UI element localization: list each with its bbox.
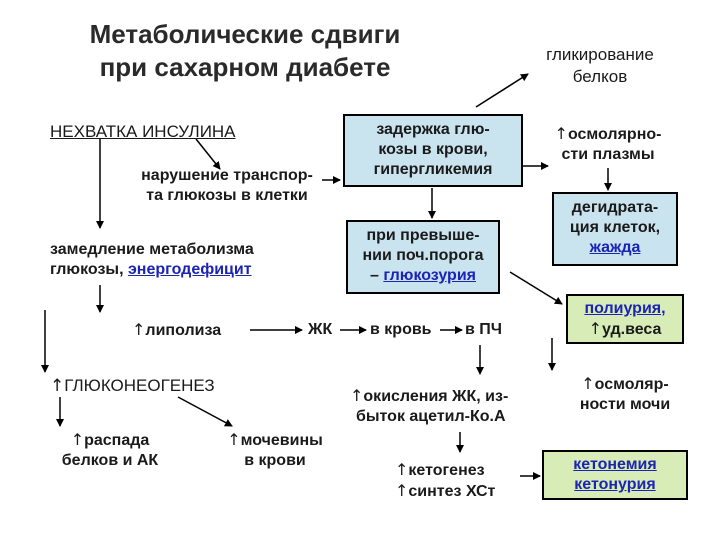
polyuria-box: полиурия, ↑уд.веса (566, 294, 684, 344)
up-arrow-icon: ↑ (395, 481, 409, 500)
threshold-exceed-box: при превыше- нии поч.порога – глюкозурия (346, 220, 500, 294)
fa-label: ЖК (308, 321, 333, 338)
arrow-gneo-to-urea (177, 396, 233, 427)
up-arrow-icon: ↑ (588, 319, 602, 338)
osmolarity-plasma-node: ↑осмолярно- сти плазмы (554, 124, 662, 163)
glucose-delay-box: задержка глю- козы в крови, гипергликеми… (343, 114, 523, 187)
up-arrow-icon: ↑ (581, 374, 595, 393)
urea-node: ↑мочевины в крови (227, 430, 323, 469)
up-arrow-icon: ↑ (395, 460, 409, 479)
page-title: Метаболические сдвиги при сахарном диабе… (60, 18, 430, 84)
protein-breakdown-node: ↑распада белков и АК (61, 430, 159, 469)
metabolism-slowdown-node: замедление метаболизма глюкозы, энергоде… (50, 241, 254, 278)
title-line-2: при сахарном диабете (99, 52, 391, 82)
up-arrow-icon: ↑ (70, 430, 85, 449)
fa-oxidation-node: ↑окисления ЖК, из- быток ацетил-Ко.А (350, 386, 509, 425)
into-blood-label: в кровь (370, 321, 432, 338)
lipolysis-node: ↑липолиза (132, 320, 222, 339)
arrow-delay-to-glycation (475, 73, 529, 108)
title-line-1: Метаболические сдвиги (89, 19, 401, 49)
up-arrow-icon: ↑ (554, 124, 568, 143)
insulin-deficit-label: НЕХВАТКА ИНСУЛИНА (50, 122, 236, 141)
glycation-node: гликирование белков (546, 45, 654, 86)
transport-disruption-node: нарушение транспор- та глюкозы в клетки (141, 167, 313, 204)
up-arrow-icon: ↑ (227, 430, 241, 449)
up-arrow-icon: ↑ (50, 376, 65, 396)
ketonemia-box: кетонемия кетонурия (542, 450, 688, 500)
osmolarity-urine-node: ↑осмоляр- ности мочи (579, 374, 671, 413)
arrow-threshold-to-polyuria (509, 271, 563, 305)
dehydration-box: дегидрата- ция клеток, жажда (552, 192, 678, 266)
arrow-insulin-to-transport (195, 138, 221, 170)
up-arrow-icon: ↑ (132, 320, 146, 339)
to-liver-label: в ПЧ (465, 321, 503, 338)
gluconeogenesis-node: ↑ГЛЮКОНЕОГЕНЕЗ (50, 376, 215, 396)
up-arrow-icon: ↑ (350, 386, 364, 405)
ketogenesis-node: ↑кетогенез ↑синтез ХСт (395, 460, 496, 500)
